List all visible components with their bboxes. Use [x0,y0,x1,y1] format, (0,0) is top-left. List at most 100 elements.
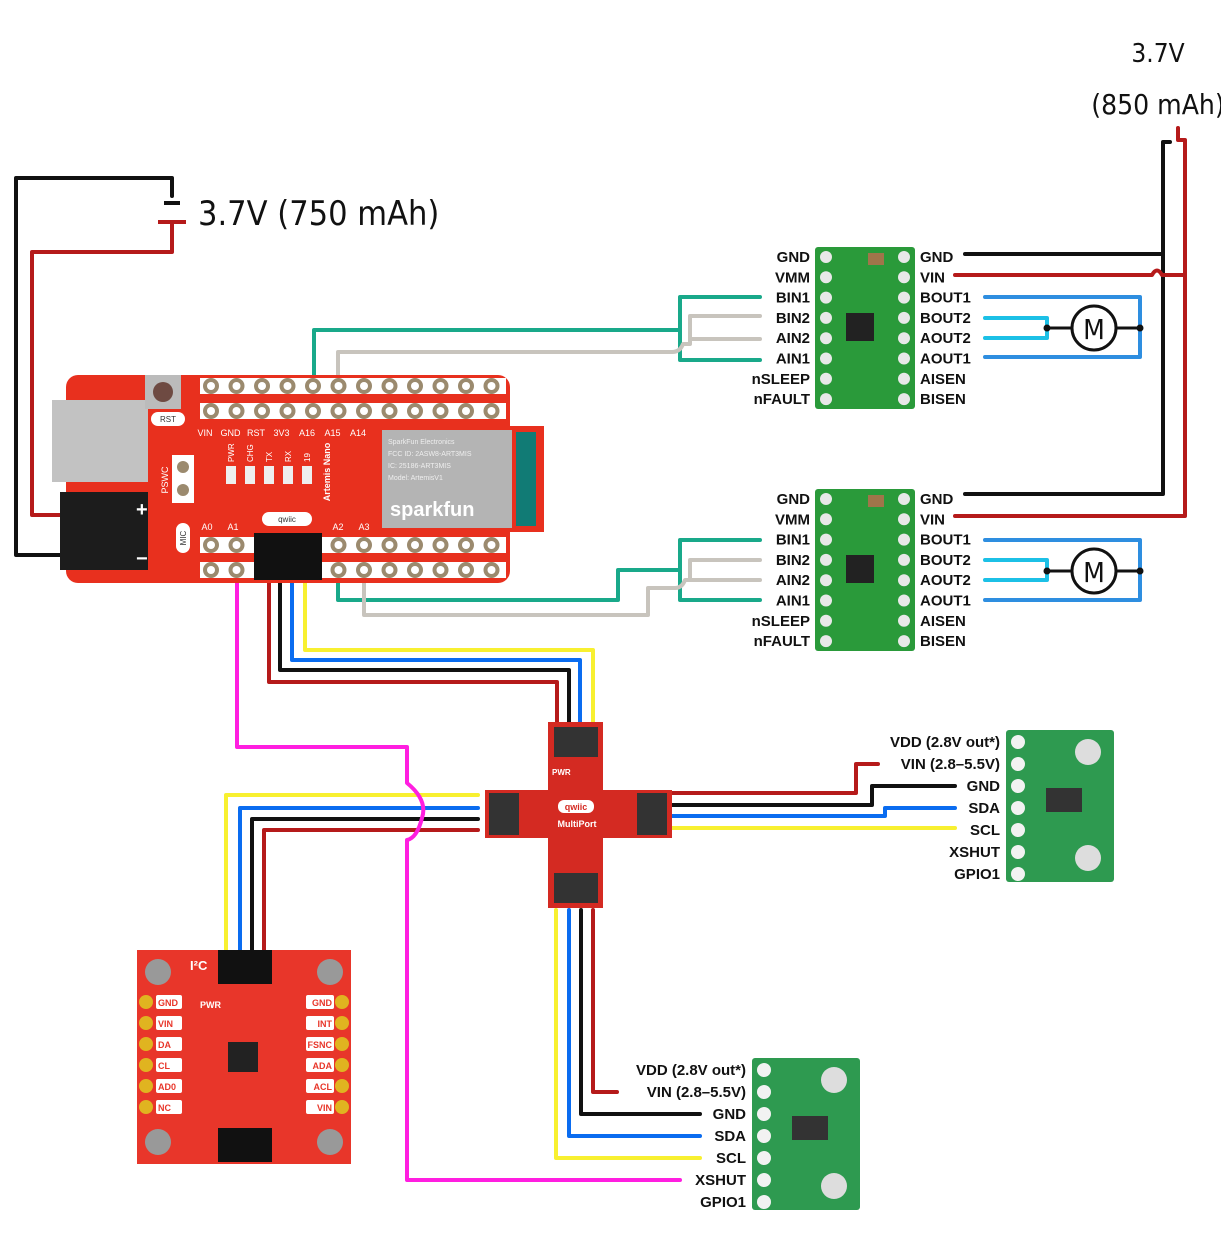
driver-pin-label-right: AISEN [920,371,966,388]
usb-c-connector [52,400,148,482]
qwiic-bus-tof-1 [670,762,957,830]
pin-label: A1 [227,522,238,532]
tof-pin-label: SDA [714,1128,746,1145]
battery-motor-voltage: 3.7V [1131,39,1184,69]
svg-text:RST: RST [160,415,176,424]
motor-1-icon [1070,304,1118,352]
qwiic-connector[interactable] [254,533,322,580]
led [264,466,274,484]
imu-pin-label-left: GND [158,998,179,1008]
xshut-wire [235,543,682,1182]
led [245,466,255,484]
driver-pin-label-left: VMM [775,511,810,528]
driver-pin-label-right: BISEN [920,391,966,408]
svg-text:19: 19 [303,453,312,462]
svg-text:TX: TX [265,451,274,462]
svg-text:PWR: PWR [200,1000,221,1010]
board-name: Artemis Nano [322,442,332,501]
motor-2-label: M [1083,556,1105,589]
led [302,466,312,484]
svg-text:PSWC: PSWC [160,466,170,494]
sparkfun-logo: sparkfun [390,499,474,521]
driver-pin-label-right: GND [920,249,954,266]
multiport-connector-left[interactable] [489,793,519,835]
pin-label: A3 [358,522,369,532]
driver-pin-label-left: nSLEEP [752,371,810,388]
driver-pin-label-right: AOUT1 [920,593,971,610]
driver-pin-label-left: AIN2 [776,572,810,589]
tof-pin-label: VIN (2.8–5.5V) [647,1084,746,1101]
svg-text:FCC ID: 2ASW8-ART3MIS: FCC ID: 2ASW8-ART3MIS [388,451,472,458]
driver-pin-label-left: nSLEEP [752,613,810,630]
svg-text:MultiPort: MultiPort [558,819,597,829]
tof-pin-label: VDD (2.8V out*) [890,734,1000,751]
tof-pin-label: VDD (2.8V out*) [636,1062,746,1079]
imu-pin-label-left: CL [158,1061,170,1071]
tof-chip [792,1116,828,1140]
tof-sensor-1: VDD (2.8V out*)VIN (2.8–5.5V)GNDSDASCLXS… [890,730,1114,883]
driver-pin-label-left: BIN2 [776,310,810,327]
led [226,466,236,484]
driver-pin-label-left: AIN2 [776,330,810,347]
header-row-bottom-outer [200,562,506,578]
driver-pin-label-right: VIN [920,269,945,286]
svg-text:RX: RX [284,450,293,462]
driver-pin-label-right: BOUT1 [920,290,971,307]
imu-pin-label-right: VIN [317,1103,332,1113]
driver-pin-label-right: AOUT2 [920,572,971,589]
driver-chip [846,313,874,341]
multiport-connector-top[interactable] [554,727,598,757]
imu-pin-label-left: DA [158,1040,171,1050]
driver-chip [846,555,874,583]
driver-pin-label-left: GND [777,249,811,266]
tof-pin-label: GPIO1 [700,1194,746,1211]
tof-sensor-2: VDD (2.8V out*)VIN (2.8–5.5V)GNDSDASCLXS… [636,1058,860,1211]
imu-pin-label-left: AD0 [158,1082,176,1092]
imu-pin-label-right: ADA [313,1061,333,1071]
imu-pin-label-right: FSNC [308,1040,333,1050]
svg-text:MIC: MIC [179,530,188,545]
pin-label: A16 [299,428,315,438]
imu-qwiic-connector-bottom[interactable] [218,1128,272,1162]
motor-battery-wires [953,148,1187,518]
motor-2-wiring: M [983,538,1144,602]
tof-pin-label: GND [967,778,1001,795]
battery-main-label: 3.7V (750 mAh) [198,194,439,234]
multiport-connector-bottom[interactable] [554,873,598,903]
driver-pin-label-right: AOUT2 [920,330,971,347]
svg-text:CHG: CHG [246,444,255,462]
svg-text:qwiic: qwiic [565,802,588,812]
svg-text:Model: ArtemisV1: Model: ArtemisV1 [388,475,443,482]
imu-qwiic-connector-top[interactable] [218,950,272,984]
imu-pin-label-left: NC [158,1103,171,1113]
header-row-top-outer [200,378,506,394]
battery-motor-symbol: 3.7V (850 mAh) [1091,39,1221,162]
battery-motor-capacity: (850 mAh) [1091,88,1221,121]
battery-main-symbol: 3.7V (750 mAh) [158,194,439,234]
motor-1-label: M [1083,313,1105,346]
pin-label: RST [247,428,266,438]
multiport-connector-right[interactable] [637,793,667,835]
driver-pin-label-right: VIN [920,511,945,528]
tof-pin-label: XSHUT [695,1172,746,1189]
pin-label: GND [221,428,242,438]
svg-text:qwiic: qwiic [278,515,296,524]
status-leds: PWR CHG TX RX 19 [226,443,312,484]
qwiic-bus-tof-2 [554,908,702,1160]
svg-text:PWR: PWR [227,443,236,462]
driver-pin-label-right: BOUT2 [920,552,971,569]
driver-pin-label-left: AIN1 [776,351,810,368]
svg-text:+: + [136,499,148,521]
driver-pin-label-right: AISEN [920,613,966,630]
driver-pin-label-right: AOUT1 [920,351,971,368]
pin-label: A15 [324,428,340,438]
led [283,466,293,484]
pin-label: A14 [350,428,366,438]
